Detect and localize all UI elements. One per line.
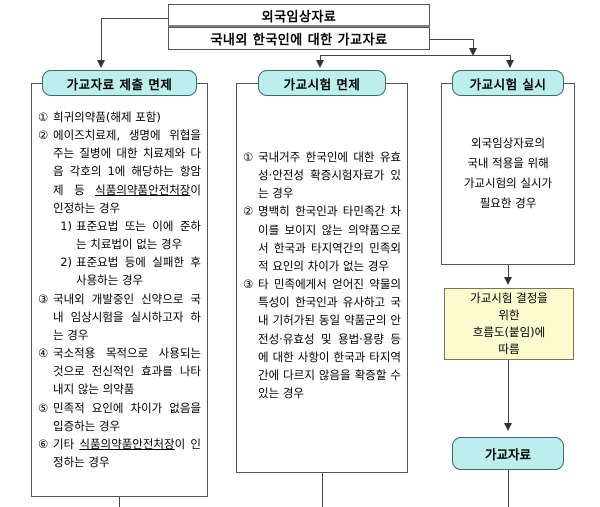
connector-v-mid xyxy=(320,55,321,64)
list-item-text: 에이즈치료제, 생명에 위협을 주는 질병에 대한 치료제와 다음 각호의 1에… xyxy=(53,128,201,215)
list-bridging-data-exemption: ① 희귀의약품(해제 포함) ② 에이즈치료제, 생명에 위협을 주는 질병에 대한 … xyxy=(38,108,201,471)
connector-h-left xyxy=(101,18,169,19)
title-box-label: 국내외 한국인에 대한 가교자료 xyxy=(210,33,388,48)
list-item-text: 국내외 개발중인 신약으로 국내 임상시험을 실시하고자 하는 경우 xyxy=(53,291,201,342)
list-item-marker: 2) xyxy=(60,255,72,270)
connector-bottom-mid xyxy=(322,473,323,507)
header-bridging-data-exemption: 가교자료 제출 면제 xyxy=(42,70,197,96)
list-item-marker: ⑥ xyxy=(38,436,49,451)
list-item-text: 명백히 한국인과 타민족간 차이를 보이지 않는 의약품으로서 한국과 타지역간… xyxy=(258,204,401,273)
list-item-marker: 1) xyxy=(60,218,72,233)
list-item-text: 기타 식품의약품안전처장이 인정하는 경우 xyxy=(53,436,201,469)
body-line: 필요한 경우 xyxy=(479,196,537,211)
list-item: ② 에이즈치료제, 생명에 위협을 주는 질병에 대한 치료제와 다음 각호의 1… xyxy=(38,126,201,217)
list-item: ② 명백히 한국인과 타민족간 차이를 보이지 않는 의약품으로서 한국과 타지역… xyxy=(243,202,401,275)
connector-bottom-left xyxy=(119,497,120,507)
connector-v-to-note xyxy=(508,265,509,280)
header-label: 가교시험 실시 xyxy=(469,76,547,92)
header-bridging-study-conduct: 가교시험 실시 xyxy=(452,70,564,96)
body-line: 국내 적용을 위해 xyxy=(467,156,549,171)
panel-bridging-study-conduct xyxy=(441,83,575,265)
list-item-marker: ④ xyxy=(38,346,49,361)
list-item: ① 희귀의약품(해제 포함) xyxy=(38,108,201,126)
arrow-to-note xyxy=(503,277,512,285)
list-item-text: 표준요법 등에 실패한 후 사용하는 경우 xyxy=(76,255,201,288)
note-line: 가교시험 결정을 xyxy=(470,290,548,305)
list-item-text: 표준요법 또는 이에 준하는 치료법이 없는 경우 xyxy=(76,218,201,252)
list-bridging-study-exemption: ① 국내거주 한국인에 대한 유효성·안전성 확증시험자료가 있는 경우 ② 명백히 … xyxy=(243,148,401,402)
header-label: 가교시험 면제 xyxy=(283,76,361,92)
list-item-text: 타 민족에게서 얻어진 약물의 특성이 한국인과 유사하고 국내 기허가된 동일… xyxy=(258,277,401,401)
result-bridging-data: 가교자료 xyxy=(452,437,564,470)
list-item-marker: ② xyxy=(243,204,254,219)
arrow-to-right-column xyxy=(505,60,514,68)
body-line: 가교시험의 실시가 xyxy=(463,176,553,191)
title-box-bridging-data-koreans: 국내외 한국인에 대한 가교자료 xyxy=(168,27,430,50)
list-item-marker: ① xyxy=(38,110,49,124)
arrow-to-result xyxy=(503,423,512,431)
list-item-marker: ⑤ xyxy=(38,400,49,415)
note-line: 위한 xyxy=(498,307,520,322)
header-bridging-study-exemption: 가교시험 면제 xyxy=(258,70,386,96)
num-list: ① 희귀의약품(해제 포함) ② 에이즈치료제, 생명에 위협을 주는 질병에 대한 … xyxy=(38,108,201,471)
list-item-text: 국소적용 목적으로 사용되는 것으로 전신적인 효과를 나타내지 않는 의약품 xyxy=(53,346,201,397)
list-item: ③ 국내외 개발중인 신약으로 국내 임상시험을 실시하고자 하는 경우 xyxy=(38,290,201,344)
title-box-foreign-clinical-data: 외국임상자료 xyxy=(168,4,430,27)
connector-bottom-right xyxy=(508,470,509,507)
connector-v-right xyxy=(510,55,511,64)
list-item: ① 국내거주 한국인에 대한 유효성·안전성 확증시험자료가 있는 경우 xyxy=(243,148,401,202)
list-item: ③ 타 민족에게서 얻어진 약물의 특성이 한국인과 유사하고 국내 기허가된 동… xyxy=(243,275,401,402)
body-line: 외국임상자료의 xyxy=(470,136,546,150)
list-item: 2) 표준요법 등에 실패한 후 사용하는 경우 xyxy=(38,253,201,289)
list-item-text: 민족적 요인에 차이가 없음을 입증하는 경우 xyxy=(53,400,201,433)
note-line: 흐름도(붙임)에 xyxy=(472,325,546,339)
connector-h-split xyxy=(320,55,510,56)
list-item: ⑥ 기타 식품의약품안전처장이 인정하는 경우 xyxy=(38,435,201,471)
list-item: 1) 표준요법 또는 이에 준하는 치료법이 없는 경우 xyxy=(38,217,201,253)
arrow-to-split xyxy=(468,48,477,56)
num-list: ① 국내거주 한국인에 대한 유효성·안전성 확증시험자료가 있는 경우 ② 명백히 … xyxy=(243,148,401,402)
list-item-text: 국내거주 한국인에 대한 유효성·안전성 확증시험자료가 있는 경우 xyxy=(258,150,401,201)
note-line: 따름 xyxy=(498,342,520,357)
panel-bridging-study-exemption xyxy=(236,83,408,473)
list-item-text: 희귀의약품(해제 포함) xyxy=(53,110,161,124)
result-label: 가교자료 xyxy=(484,447,531,462)
list-item: ④ 국소적용 목적으로 사용되는 것으로 전신적인 효과를 나타내지 않는 의약품 xyxy=(38,344,201,398)
arrow-to-mid-column xyxy=(315,60,324,68)
list-item-marker: ③ xyxy=(38,291,49,306)
list-item-marker: ② xyxy=(38,128,49,143)
list-item: ⑤ 민족적 요인에 차이가 없음을 입증하는 경우 xyxy=(38,399,201,435)
list-item-marker: ① xyxy=(243,150,254,164)
connector-v-to-result xyxy=(508,360,509,424)
panel-bridging-data-exemption xyxy=(31,83,208,497)
arrow-to-left-column xyxy=(96,60,105,68)
emphasised-term: 식품의약품안전처장 xyxy=(79,436,175,451)
title-box-label: 외국임상자료 xyxy=(261,9,337,25)
connector-v-right-stub xyxy=(473,39,474,53)
list-item-marker: ③ xyxy=(243,277,254,292)
connector-h-right-stub xyxy=(430,39,473,40)
header-label: 가교자료 제출 면제 xyxy=(66,76,173,92)
emphasised-term: 식품의약품안전처장 xyxy=(95,182,191,197)
connector-v-left xyxy=(101,18,102,64)
